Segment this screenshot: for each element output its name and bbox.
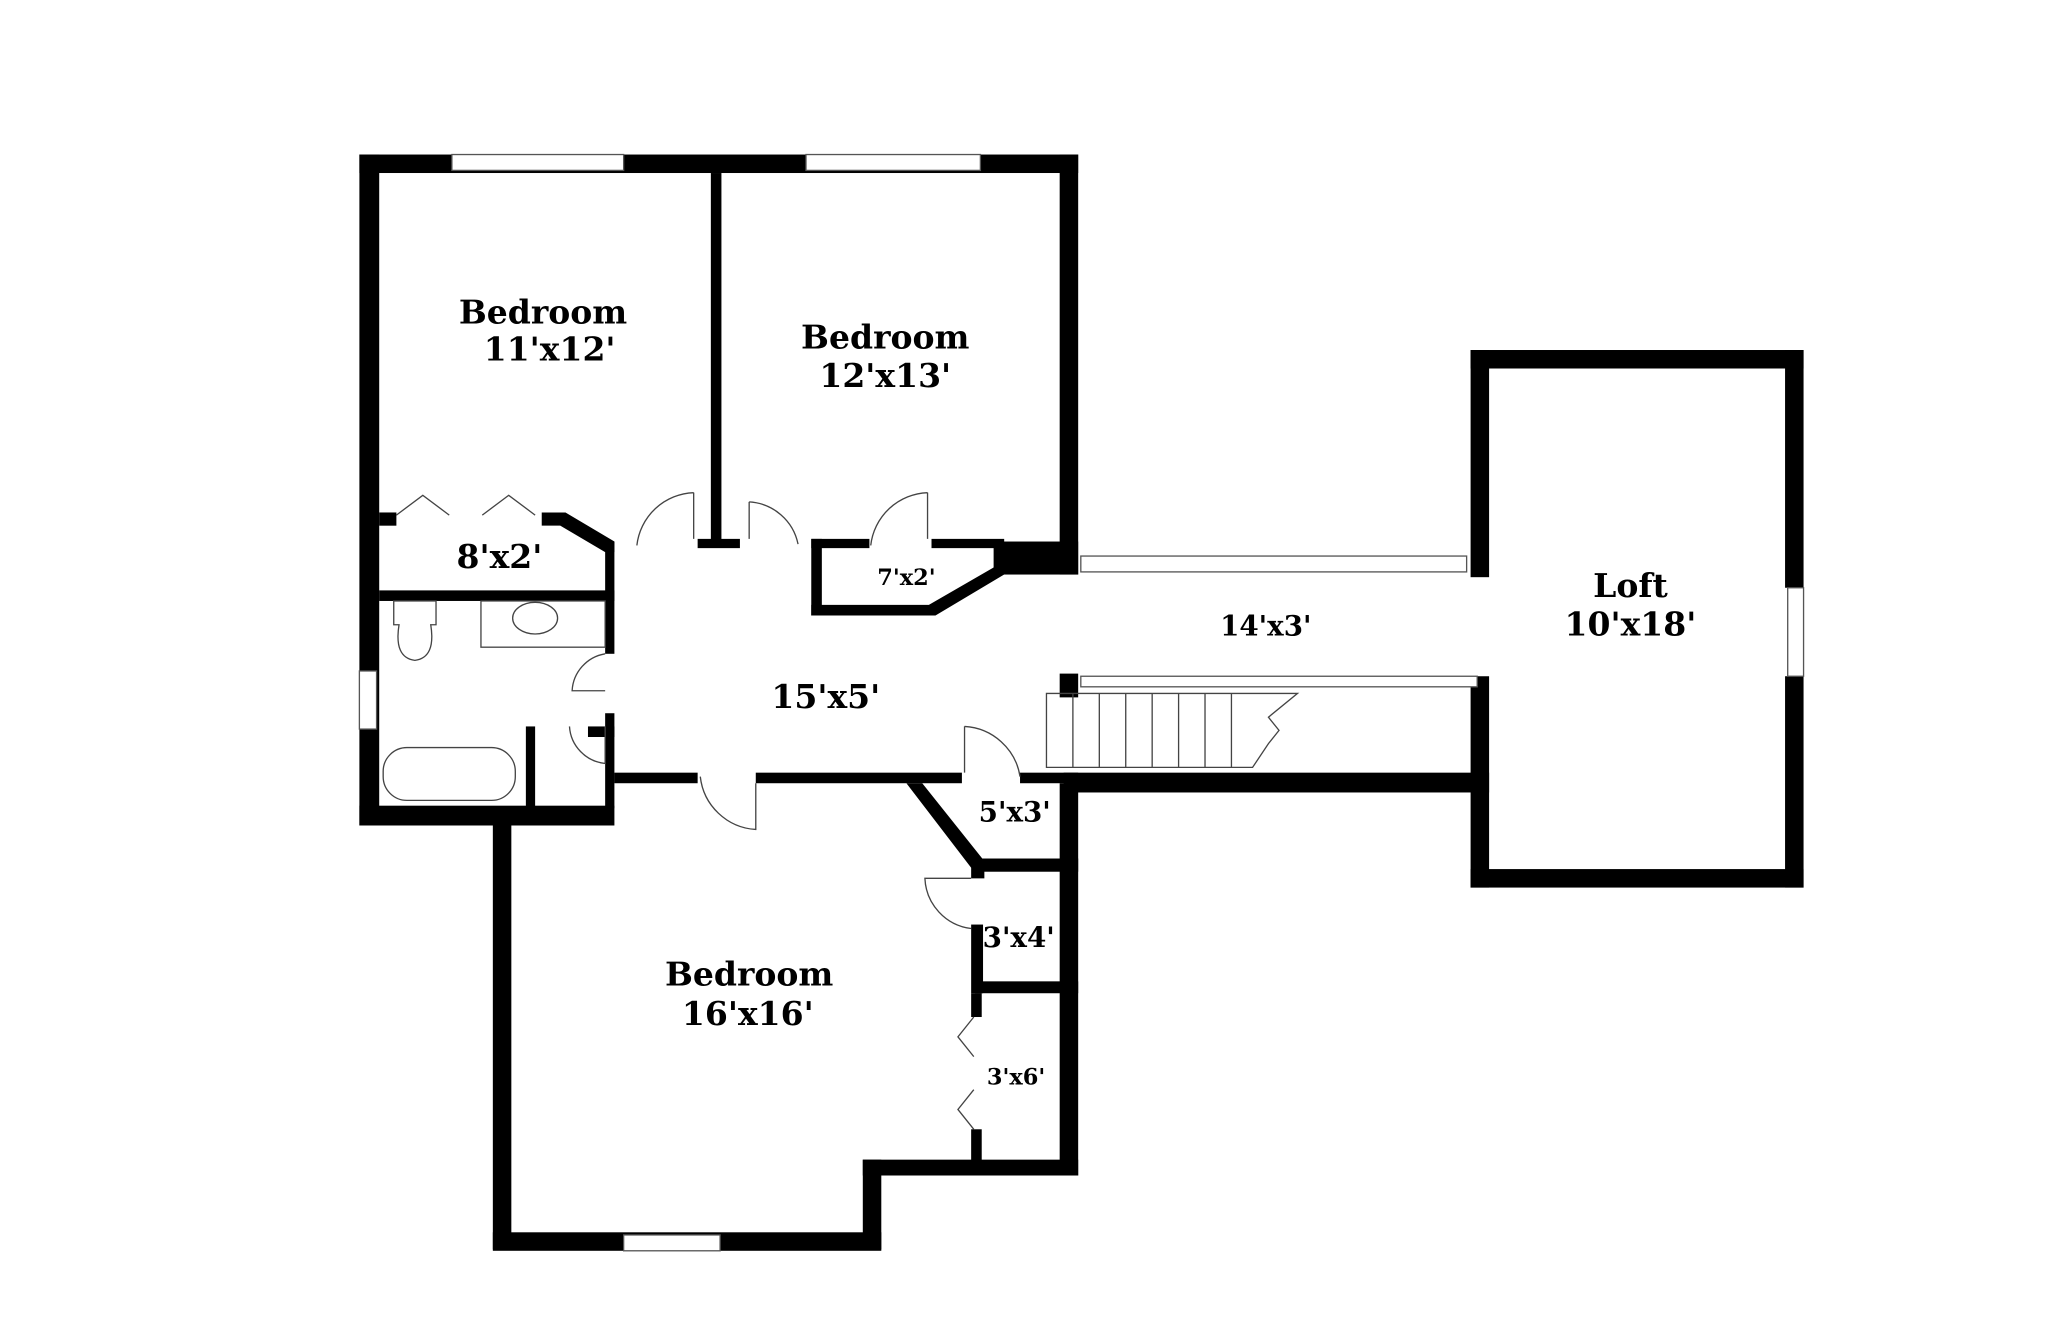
railing	[1080, 675, 1478, 688]
window	[1787, 587, 1805, 677]
closet3-size: 5'x3'	[979, 796, 1051, 829]
bedroom3-size: 16'x16'	[682, 994, 814, 1033]
doors	[395, 491, 1021, 1130]
fixtures	[382, 491, 1300, 1130]
bedroom1-size: 11'x12'	[484, 330, 616, 369]
bedroom2-name: Bedroom	[801, 318, 969, 357]
closet5-size: 3'x6'	[987, 1064, 1045, 1090]
window	[358, 670, 378, 730]
corridor-size: 14'x3'	[1220, 609, 1311, 642]
loft-name: Loft	[1593, 566, 1668, 605]
bedroom2-size: 12'x13'	[819, 356, 951, 395]
closet2-size: 7'x2'	[877, 565, 935, 591]
closet1-size: 8'x2'	[457, 537, 543, 576]
hall-size: 15'x5'	[771, 677, 880, 716]
bathtub-icon	[382, 746, 516, 802]
sink-icon	[512, 601, 559, 635]
bedroom1-name: Bedroom	[459, 293, 627, 332]
window	[622, 1234, 721, 1252]
window	[451, 153, 625, 172]
vanity-counter	[480, 600, 606, 648]
toilet-icon	[393, 600, 437, 662]
loft-size: 10'x18'	[1565, 604, 1697, 643]
bedroom3-name: Bedroom	[665, 954, 833, 993]
stairs	[1045, 692, 1300, 769]
windows	[358, 153, 1805, 1252]
window	[805, 153, 982, 172]
window	[1080, 555, 1468, 573]
room-labels: Bedroom 11'x12' Bedroom 12'x13' Loft 10'…	[457, 293, 1697, 1091]
walls	[359, 154, 1804, 1251]
closet4-size: 3'x4'	[983, 921, 1055, 954]
